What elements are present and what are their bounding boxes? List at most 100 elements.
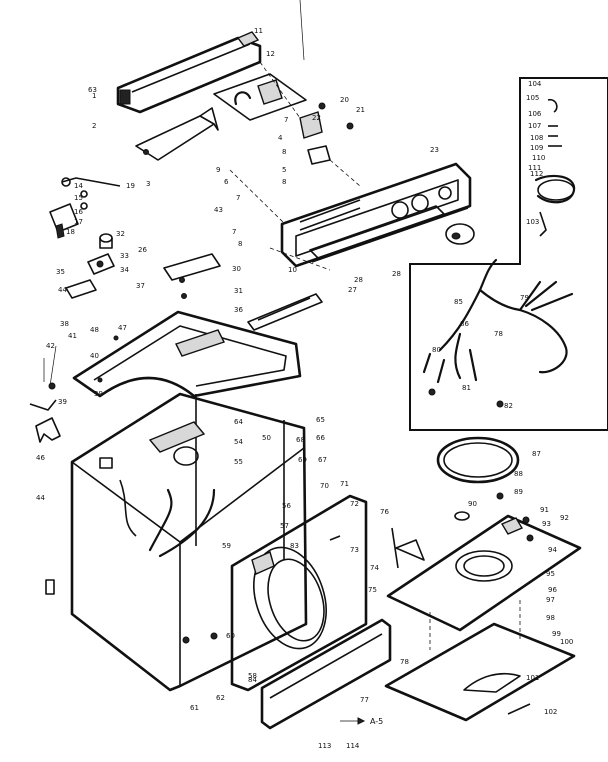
callout-77: 77 (360, 696, 369, 704)
callout-76: 76 (380, 508, 389, 516)
callout-88: 88 (514, 470, 523, 478)
panel-trim (309, 205, 445, 259)
page-edge-line (299, 0, 305, 61)
callout-47: 47 (118, 324, 127, 332)
callout-103: 103 (526, 218, 539, 226)
figure-reference: A-5 (340, 717, 383, 726)
callout-106: 106 (528, 110, 542, 118)
callout-78: 78 (494, 330, 503, 338)
callout-2: 2 (92, 122, 96, 130)
toe-panel (260, 618, 392, 730)
callout-46: 46 (36, 454, 45, 462)
callout-12: 12 (266, 50, 275, 58)
callout-97: 97 (546, 596, 555, 604)
top-cover (72, 310, 302, 398)
callout-72: 72 (350, 500, 359, 508)
lid-hinge-rod (247, 293, 323, 331)
callout-39: 39 (94, 390, 103, 398)
callout-79: 79 (520, 294, 529, 302)
callout-42: 42 (46, 342, 55, 350)
callout-22: 22 (312, 114, 321, 122)
callout-38: 38 (60, 320, 69, 328)
callout-11: 11 (254, 27, 263, 35)
front-panel (230, 494, 368, 692)
figure-reference-label: A-5 (370, 717, 383, 726)
callout-40: 40 (90, 352, 99, 360)
callout-73: 73 (350, 546, 359, 554)
callout-28: 28 (354, 276, 363, 284)
callout-8: 8 (282, 178, 286, 186)
callout-57: 57 (280, 522, 289, 530)
control-panel (280, 162, 472, 268)
callout-90: 90 (468, 500, 477, 508)
gasket-ring (436, 436, 520, 484)
callout-68: 68 (296, 436, 305, 444)
switch-cluster (299, 102, 354, 165)
callout-8: 8 (282, 148, 286, 156)
callout-41: 41 (68, 332, 77, 340)
top-bracket (163, 253, 221, 299)
callout-86: 86 (460, 320, 469, 328)
callout-37: 37 (136, 282, 145, 290)
callout-111: 111 (528, 164, 541, 172)
callout-31: 31 (234, 287, 243, 295)
callout-93: 93 (542, 520, 551, 528)
callout-17: 17 (74, 218, 83, 226)
callout-44: 44 (58, 286, 67, 294)
callout-67: 67 (318, 456, 327, 464)
callout-101: 101 (526, 674, 539, 682)
callout-20: 20 (340, 96, 349, 104)
callout-55: 55 (234, 458, 243, 466)
callout-19: 19 (126, 182, 135, 190)
callout-4: 4 (278, 134, 283, 142)
left-side-parts (29, 345, 61, 443)
callout-75: 75 (368, 586, 377, 594)
callout-95: 95 (546, 570, 555, 578)
callout-58: 58 (248, 672, 257, 680)
callout-26: 26 (138, 246, 147, 254)
callout-109: 109 (530, 144, 543, 152)
callout-96: 96 (548, 586, 557, 594)
callout-59: 59 (222, 542, 231, 550)
console-rear-panel (116, 31, 262, 114)
callout-48: 48 (90, 326, 99, 334)
callout-107: 107 (528, 122, 541, 130)
callout-6: 6 (224, 178, 229, 186)
callout-5: 5 (282, 166, 286, 174)
callout-100: 100 (560, 638, 573, 646)
callout-87: 87 (532, 450, 541, 458)
callout-108: 108 (530, 134, 543, 142)
callout-27: 27 (348, 286, 357, 294)
callout-104: 104 (528, 80, 542, 88)
callout-60: 60 (226, 632, 235, 640)
base-plate-lower (384, 600, 576, 722)
callout-83: 83 (290, 542, 299, 550)
callout-62: 62 (216, 694, 225, 702)
callout-30: 30 (232, 265, 241, 273)
callout-92: 92 (560, 514, 569, 522)
base-plate-upper (386, 514, 582, 632)
callout-80: 80 (432, 346, 441, 354)
callout-65: 65 (316, 416, 325, 424)
callout-39: 39 (58, 398, 67, 406)
callout-64: 64 (234, 418, 243, 426)
callout-94: 94 (548, 546, 557, 554)
callout-91: 91 (540, 506, 549, 514)
callout-74: 74 (370, 564, 379, 572)
callout-16: 16 (74, 208, 83, 216)
callout-54: 54 (234, 438, 243, 446)
callout-36: 36 (234, 306, 243, 314)
callout-44: 44 (36, 494, 45, 502)
callout-78: 78 (400, 658, 409, 666)
callout-18: 18 (66, 228, 75, 236)
callout-28: 28 (392, 270, 401, 278)
hinge-bracket (135, 107, 219, 161)
callout-7: 7 (236, 194, 240, 202)
lid-switch-parts (49, 177, 121, 239)
callout-34: 34 (120, 266, 129, 274)
callout-82: 82 (504, 402, 513, 410)
callout-7: 7 (232, 228, 236, 236)
callout-85: 85 (454, 298, 463, 306)
